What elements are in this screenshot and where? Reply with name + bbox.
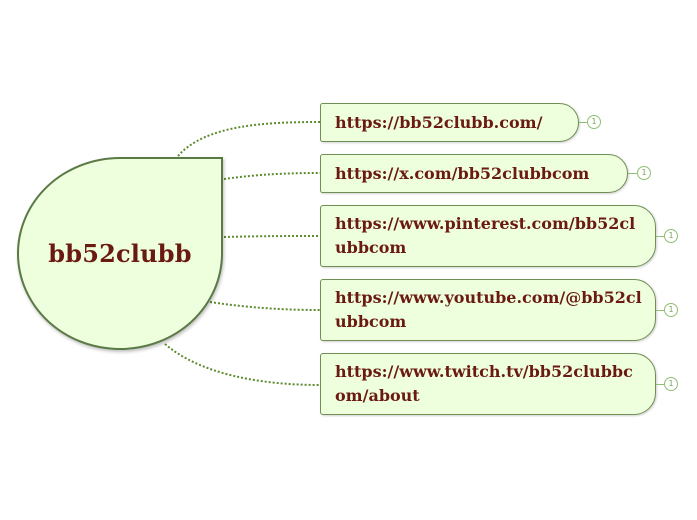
badge-connector bbox=[579, 122, 587, 123]
subtopic-label: https://www.youtube.com/@bb52clubbcom bbox=[335, 288, 642, 331]
root-topic[interactable]: bb52clubb bbox=[17, 157, 223, 350]
badge-connector bbox=[656, 384, 664, 385]
badge-connector bbox=[656, 236, 664, 237]
badge-connector bbox=[628, 173, 637, 174]
connector-line bbox=[164, 343, 321, 386]
connector-line bbox=[177, 121, 321, 157]
connector-line bbox=[223, 235, 321, 238]
child-count-badge[interactable]: 1 bbox=[664, 377, 678, 391]
child-count-badge[interactable]: 1 bbox=[664, 229, 678, 243]
connector-line bbox=[223, 172, 321, 180]
badge-connector bbox=[656, 310, 664, 311]
subtopic-node[interactable]: https://x.com/bb52clubbcom bbox=[320, 154, 628, 193]
subtopic-node[interactable]: https://bb52clubb.com/ bbox=[320, 103, 579, 142]
subtopic-node[interactable]: https://www.youtube.com/@bb52clubbcom bbox=[320, 279, 656, 341]
subtopic-label: https://bb52clubb.com/ bbox=[335, 112, 543, 132]
subtopic-label: https://www.twitch.tv/bb52clubbcom/about bbox=[335, 362, 633, 405]
subtopic-node[interactable]: https://www.pinterest.com/bb52clubbcom bbox=[320, 205, 656, 267]
root-topic-label: bb52clubb bbox=[48, 239, 192, 268]
subtopic-label: https://www.pinterest.com/bb52clubbcom bbox=[335, 214, 636, 257]
child-count-badge[interactable]: 1 bbox=[664, 303, 678, 317]
subtopic-label: https://x.com/bb52clubbcom bbox=[335, 163, 590, 183]
child-count-badge[interactable]: 1 bbox=[587, 115, 601, 129]
child-count-badge[interactable]: 1 bbox=[637, 166, 651, 180]
connector-line bbox=[209, 301, 321, 311]
subtopic-node[interactable]: https://www.twitch.tv/bb52clubbcom/about bbox=[320, 353, 656, 415]
